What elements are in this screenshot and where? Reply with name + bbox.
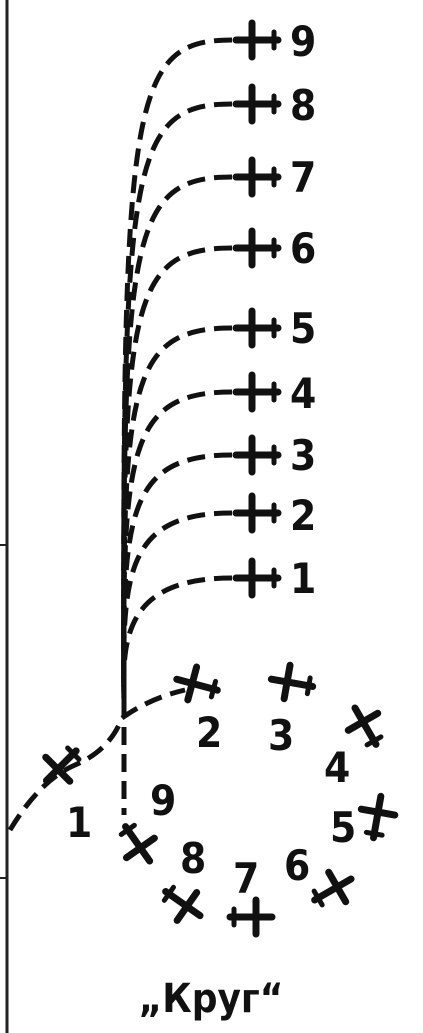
circle-label-1: 1 xyxy=(66,798,92,847)
airplane-icon xyxy=(236,23,278,57)
column-label-4: 4 xyxy=(290,369,316,418)
column-label-3: 3 xyxy=(290,431,316,480)
circle-label-3: 3 xyxy=(268,711,294,760)
airplane-icon xyxy=(268,662,315,703)
airplane-icon xyxy=(236,87,278,121)
airplane-icon xyxy=(236,496,278,530)
airplane-stroke xyxy=(211,681,215,696)
circle-label-6: 6 xyxy=(284,841,310,890)
column-label-1: 1 xyxy=(290,554,316,603)
airplane-icon xyxy=(156,878,210,930)
trajectory-curve xyxy=(124,392,232,700)
trajectory-curve xyxy=(124,177,232,700)
airplane-stroke xyxy=(177,893,197,921)
circle-label-4: 4 xyxy=(324,743,350,792)
circle-label-2: 2 xyxy=(196,708,222,757)
airplane-stroke xyxy=(366,832,382,835)
airplane-stroke xyxy=(284,665,290,698)
airplane-stroke xyxy=(307,678,310,694)
trajectory-curve xyxy=(124,248,232,700)
airplane-icon xyxy=(236,561,278,595)
circle-label-8: 8 xyxy=(180,834,206,883)
airplane-icon xyxy=(236,160,278,194)
column-label-6: 6 xyxy=(290,224,316,273)
airplane-icon xyxy=(357,793,398,840)
airplane-stroke xyxy=(188,667,197,700)
airplane-icon xyxy=(230,900,272,934)
airplane-icon xyxy=(236,311,278,345)
column-label-5: 5 xyxy=(290,304,316,353)
airplane-icon xyxy=(172,663,221,707)
airplane-icon xyxy=(306,864,359,914)
airplane-icon xyxy=(236,438,278,472)
column-label-2: 2 xyxy=(290,491,316,540)
column-label-7: 7 xyxy=(290,153,316,202)
airplane-stroke xyxy=(361,809,394,815)
circle-label-7: 7 xyxy=(233,854,259,903)
circle-label-9: 9 xyxy=(150,776,176,825)
trajectory-curve xyxy=(124,513,232,700)
airplane-icon xyxy=(236,375,278,409)
airplane-icon xyxy=(236,231,278,265)
column-label-8: 8 xyxy=(290,81,316,130)
caption: „Круг“ xyxy=(139,976,284,1022)
column-label-9: 9 xyxy=(290,17,316,66)
airplane-stroke xyxy=(127,838,155,858)
circle-label-5: 5 xyxy=(330,803,356,852)
trajectory-curve xyxy=(124,40,232,700)
entry-path xyxy=(122,690,185,718)
